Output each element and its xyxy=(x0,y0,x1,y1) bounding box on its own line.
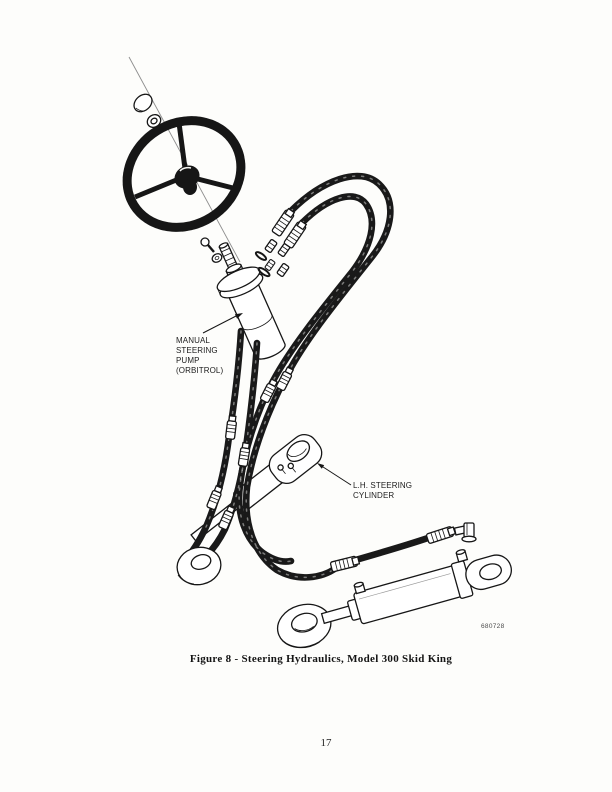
hose-end-fitting xyxy=(425,524,457,545)
figure-caption: Figure 8 - Steering Hydraulics, Model 30… xyxy=(189,653,453,665)
hose-coupling xyxy=(205,484,225,511)
pump-label-leader xyxy=(202,313,243,334)
pump-label-line: PUMP xyxy=(176,356,200,365)
hose-coupling xyxy=(224,414,238,441)
o-ring xyxy=(254,251,268,261)
cylinder-label-leader xyxy=(317,463,352,486)
o-ring xyxy=(257,266,271,278)
cylinder-port xyxy=(455,549,469,563)
rh-steering-cylinder xyxy=(276,549,512,649)
pump-label-line: (ORBITROL) xyxy=(176,366,224,375)
lh-cylinder-rod-eye xyxy=(176,546,222,586)
drawing-number: 680728 xyxy=(481,623,505,630)
elbow-fitting xyxy=(453,522,477,543)
pump-adapter-fittings xyxy=(254,238,291,278)
cylinder-port xyxy=(353,581,366,595)
lh-cylinder-label: L.H. STEERING CYLINDER xyxy=(353,481,412,501)
pump-mounting-bolt xyxy=(200,237,223,263)
horn-cap xyxy=(133,93,162,128)
hose-end-fitting xyxy=(329,554,361,573)
pump-label-line: MANUAL xyxy=(176,336,210,345)
lh-cylinder-label-line: CYLINDER xyxy=(353,491,395,500)
lh-cylinder-label-line: L.H. STEERING xyxy=(353,481,413,490)
steering-wheel xyxy=(122,116,246,232)
cylinder-port-fitting xyxy=(287,462,295,470)
cylinder-port-fitting xyxy=(277,464,284,471)
page-number: 17 xyxy=(320,737,332,749)
pump-label-line: STEERING xyxy=(176,346,218,355)
pump-label: MANUAL STEERING PUMP (ORBITROL) xyxy=(176,336,223,376)
manual-steering-pump xyxy=(216,242,286,360)
